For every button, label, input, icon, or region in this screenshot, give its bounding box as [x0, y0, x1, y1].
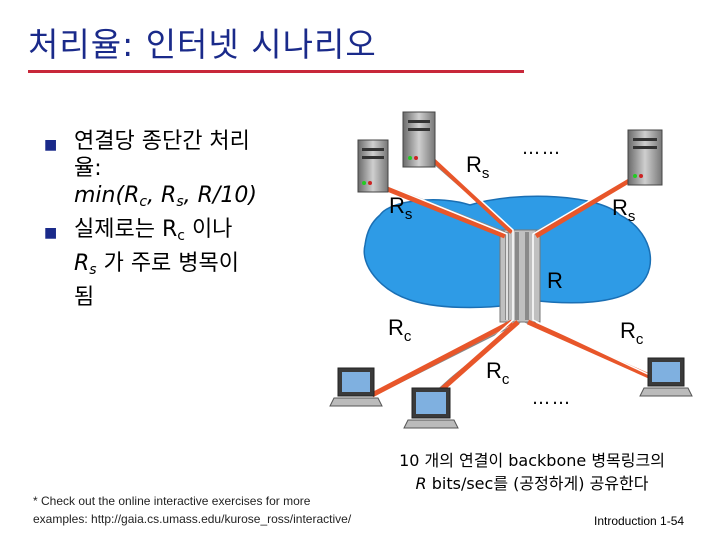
footnote-link[interactable]: http://gaia.cs.umass.edu/kurose_ross/int…: [91, 512, 351, 526]
footnote: * Check out the online interactive exerc…: [33, 492, 351, 528]
server-top: [403, 112, 435, 167]
server-left: [358, 140, 388, 192]
label-r-backbone: R: [547, 268, 563, 294]
label-rs-left: Rs: [389, 193, 412, 223]
backbone-router: [500, 230, 540, 322]
label-rs-right: Rs: [612, 195, 635, 225]
client-right: [640, 358, 692, 396]
diagram-caption: 10 개의 연결이 backbone 병목링크의 R bits/sec를 (공정…: [362, 449, 702, 495]
label-rc-left: Rc: [388, 315, 411, 345]
label-rc-right: Rc: [620, 318, 643, 348]
footnote-line-1: * Check out the online interactive exerc…: [33, 494, 310, 508]
ellipsis-clients: ……: [532, 388, 572, 409]
label-rc-mid: Rc: [486, 358, 509, 388]
caption-line-1: 10 개의 연결이 backbone 병목링크의: [399, 451, 665, 470]
client-mid: [404, 388, 458, 428]
client-left: [330, 368, 382, 406]
slide-footer: Introduction 1-54: [594, 514, 684, 528]
ellipsis-servers: ……: [522, 138, 562, 159]
label-rs-top: Rs: [466, 152, 489, 182]
footnote-line-2: examples: http://gaia.cs.umass.edu/kuros…: [33, 512, 351, 526]
caption-line-2: R bits/sec를 (공정하게) 공유한다: [416, 474, 649, 493]
server-right: [628, 130, 662, 185]
